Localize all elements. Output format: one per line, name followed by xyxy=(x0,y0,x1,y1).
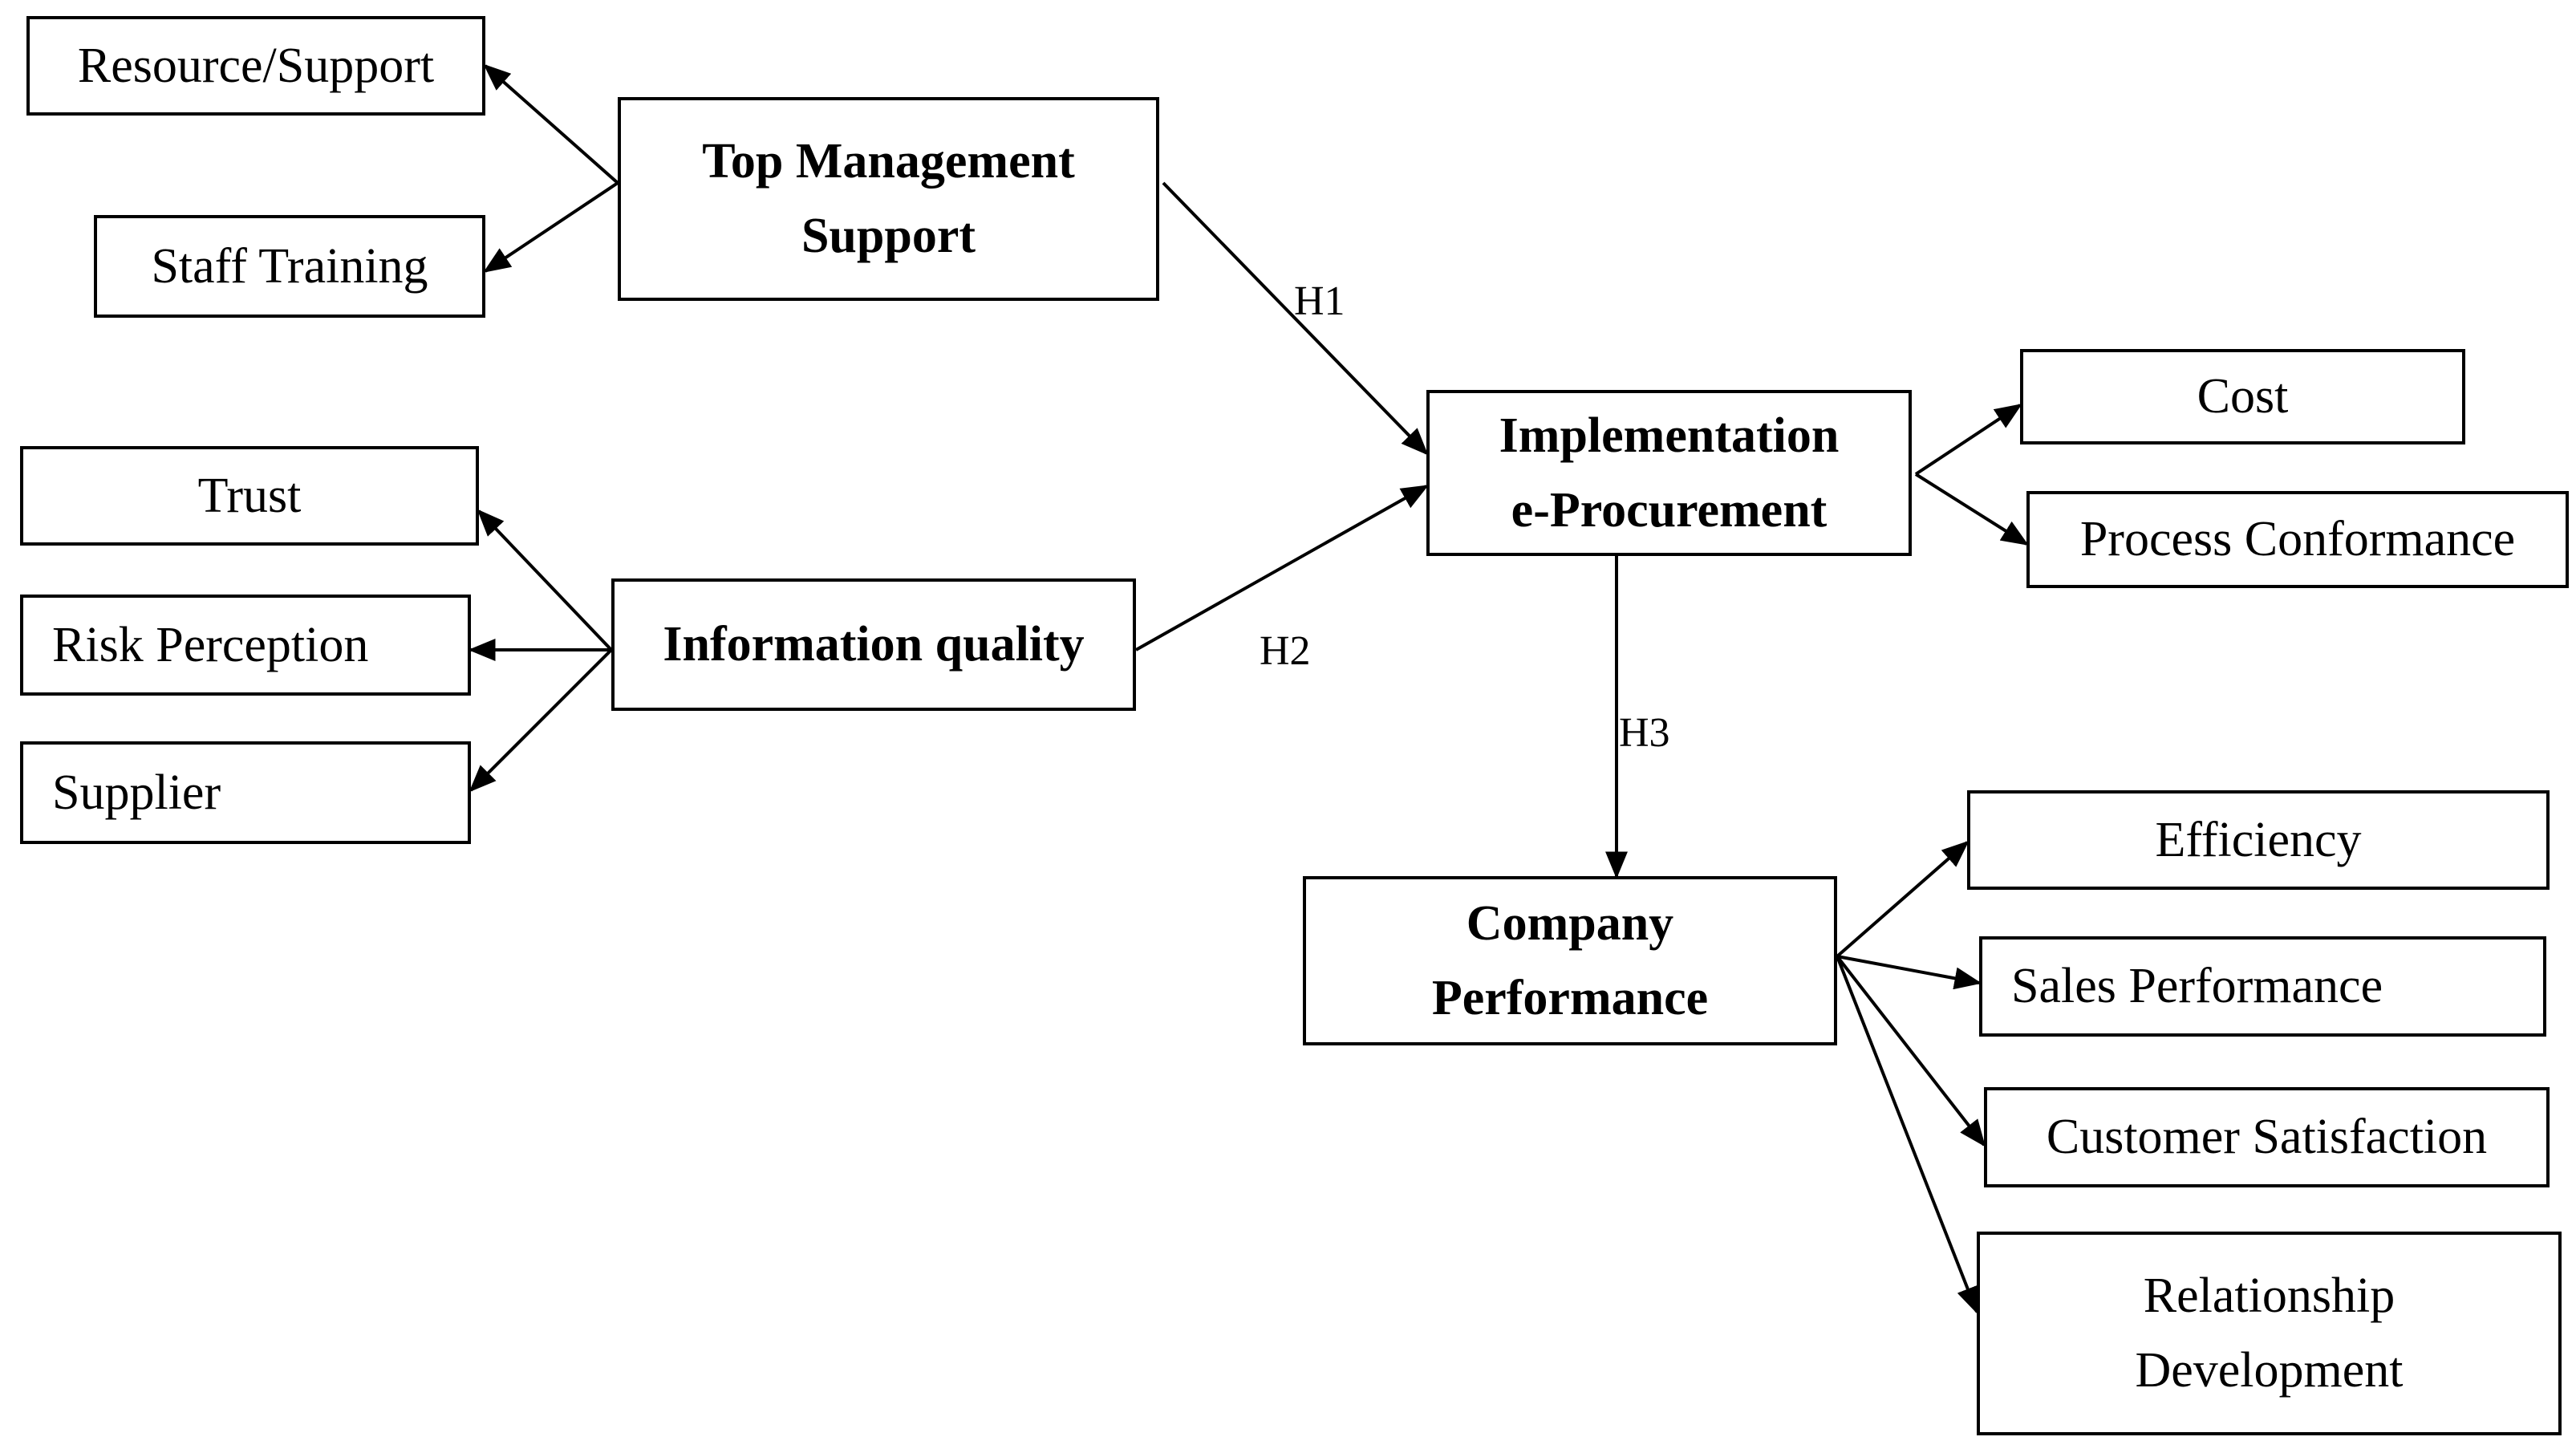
arrow-information-quality-to-trust xyxy=(477,509,613,651)
cost-box: Cost xyxy=(2020,349,2465,444)
cost-label: Cost xyxy=(2197,369,2289,424)
arrow-top-management-to-staff-training xyxy=(483,181,619,273)
top-management-support-line1: Top Management xyxy=(702,134,1075,189)
implementation-line1: Implementation xyxy=(1499,408,1840,463)
hypothesis-h2-label: H2 xyxy=(1260,628,1311,674)
implementation-line2: e-Procurement xyxy=(1511,482,1828,538)
staff-training-label: Staff Training xyxy=(151,238,428,294)
hypothesis-h3-label: H3 xyxy=(1619,710,1670,756)
process-conformance-label: Process Conformance xyxy=(2079,512,2516,566)
arrow-top-management-to-resource-support xyxy=(483,63,619,185)
arrow-implementation-to-cost xyxy=(1914,404,2022,476)
arrow-information-quality-to-supplier xyxy=(469,648,613,793)
supplier-box: Supplier xyxy=(20,741,471,844)
supplier-label: Supplier xyxy=(52,765,221,820)
top-management-support-box: Top Management Support xyxy=(618,97,1159,301)
top-management-support-line2: Support xyxy=(801,209,976,263)
risk-perception-label: Risk Perception xyxy=(52,617,369,672)
hypothesis-h1-label: H1 xyxy=(1294,278,1345,324)
sales-performance-box: Sales Performance xyxy=(1979,936,2546,1037)
resource-support-label: Resource/Support xyxy=(77,38,435,93)
implementation-eprocurement-box: Implementation e-Procurement xyxy=(1426,390,1912,556)
company-performance-line1: Company xyxy=(1466,895,1674,951)
arrow-company-performance-to-customer-satisfaction xyxy=(1836,955,1986,1147)
company-performance-line2: Performance xyxy=(1431,970,1709,1025)
information-quality-label: Information quality xyxy=(663,617,1085,672)
resource-support-box: Resource/Support xyxy=(26,16,485,116)
relationship-development-line1: Relationship xyxy=(2143,1268,2395,1323)
arrow-company-performance-to-efficiency xyxy=(1836,840,1970,958)
information-quality-box: Information quality xyxy=(611,578,1136,711)
customer-satisfaction-label: Customer Satisfaction xyxy=(2046,1110,2488,1164)
arrow-h1-top-management-to-implementation xyxy=(1162,181,1429,456)
customer-satisfaction-box: Customer Satisfaction xyxy=(1984,1087,2550,1187)
arrow-implementation-to-process-conformance xyxy=(1914,473,2029,546)
efficiency-label: Efficiency xyxy=(2155,812,2362,867)
relationship-development-box: Relationship Development xyxy=(1977,1232,2562,1435)
trust-box: Trust xyxy=(20,446,479,546)
process-conformance-box: Process Conformance xyxy=(2026,491,2569,588)
arrow-h2-information-quality-to-implementation xyxy=(1135,485,1429,651)
efficiency-box: Efficiency xyxy=(1967,790,2550,890)
relationship-development-line2: Development xyxy=(2135,1343,2404,1398)
risk-perception-box: Risk Perception xyxy=(20,595,471,696)
arrow-company-performance-to-sales-performance xyxy=(1836,955,1982,990)
sales-performance-label: Sales Performance xyxy=(2011,959,2383,1013)
arrow-company-performance-to-relationship-development xyxy=(1836,956,1978,1315)
trust-label: Trust xyxy=(197,468,302,523)
staff-training-box: Staff Training xyxy=(94,215,485,318)
company-performance-box: Company Performance xyxy=(1303,876,1837,1045)
